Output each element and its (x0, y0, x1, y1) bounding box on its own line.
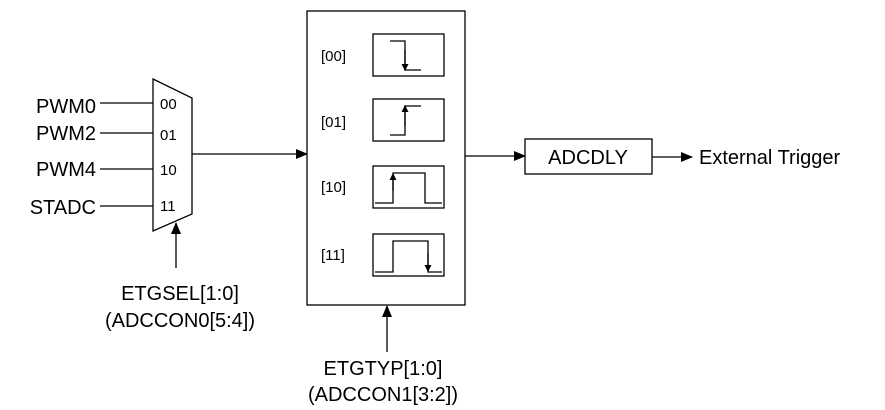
adcdly-label: ADCDLY (548, 147, 628, 169)
pulse-falling-edge-icon (375, 240, 442, 273)
mux-code-11: 11 (160, 198, 176, 215)
mux-code-10: 10 (160, 162, 177, 179)
input-label-pwm0: PWM0 (36, 96, 96, 118)
type-select-register: (ADCCON1[3:2]) (308, 384, 458, 406)
adcdly-block (524, 138, 653, 175)
trigger-type-frame-11 (372, 233, 445, 277)
mux-code-00: 00 (160, 96, 177, 113)
input-label-stadc: STADC (30, 197, 96, 219)
external-trigger-label: External Trigger (699, 147, 841, 169)
mux-select-register: (ADCCON0[5:4]) (105, 310, 255, 332)
trigger-type-frame-10 (372, 165, 445, 209)
pulse-rising-edge-icon (375, 172, 442, 204)
multiplexer (152, 77, 193, 232)
trigger-type-frame-00 (372, 33, 445, 77)
trigger-type-code-10: [10] (321, 179, 346, 196)
falling-edge-icon (390, 40, 421, 71)
mux-code-01: 01 (160, 127, 177, 144)
trigger-type-code-01: [01] (321, 114, 346, 131)
input-label-pwm4: PWM4 (36, 159, 96, 181)
trigger-type-code-00: [00] (321, 48, 346, 65)
type-select-label: ETGTYP[1:0] (324, 358, 443, 380)
trigger-type-frame-01 (372, 98, 445, 142)
rising-edge-icon (390, 105, 421, 136)
mux-select-label: ETGSEL[1:0] (121, 283, 239, 305)
input-label-pwm2: PWM2 (36, 123, 96, 145)
trigger-type-code-11: [11] (321, 247, 345, 264)
